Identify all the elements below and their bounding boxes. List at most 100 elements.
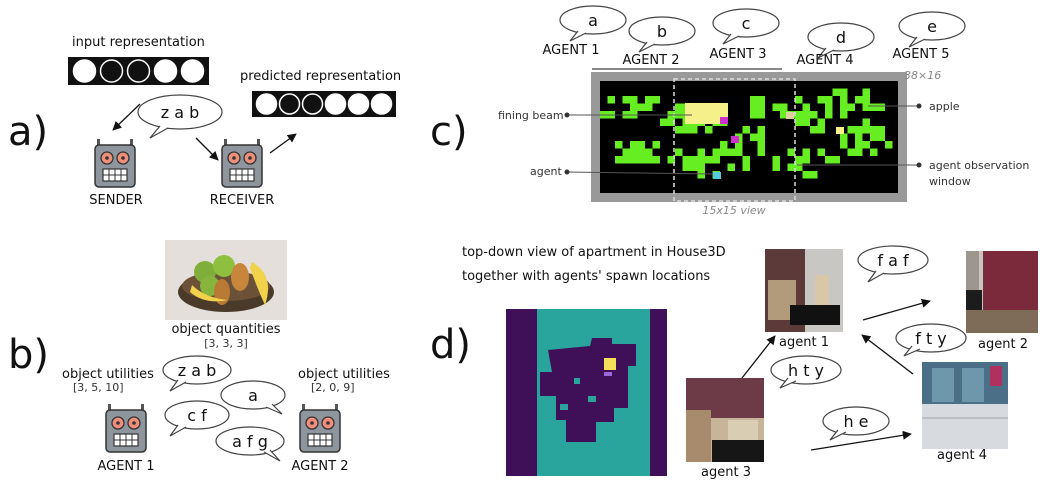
apple-cell bbox=[795, 111, 803, 119]
apple-cell bbox=[750, 103, 758, 111]
apple-cell bbox=[697, 163, 705, 171]
message-text: z a b bbox=[178, 361, 217, 380]
apple-cell bbox=[832, 156, 840, 164]
message-bubble-b2: a bbox=[220, 380, 286, 415]
apple-cell bbox=[870, 126, 878, 134]
apple-cell bbox=[795, 163, 803, 171]
panel-c-letter: c) bbox=[430, 109, 468, 155]
panel-d-letter: d) bbox=[430, 322, 471, 368]
house3d-caption-line1: top-down view of apartment in House3D bbox=[462, 245, 726, 260]
apple-cell bbox=[870, 148, 878, 156]
sender-robot-icon bbox=[94, 138, 136, 188]
apple-cell bbox=[772, 103, 780, 111]
apple-cell bbox=[847, 126, 855, 134]
apple-cell bbox=[817, 148, 825, 156]
apple-cell bbox=[802, 156, 810, 164]
apple-cell bbox=[825, 103, 833, 111]
apple-cell bbox=[675, 103, 683, 111]
apple-cell bbox=[840, 88, 848, 96]
apple-cell bbox=[697, 148, 705, 156]
callout-dot bbox=[564, 112, 570, 118]
apple-cell bbox=[630, 96, 638, 104]
agent2-robot-icon bbox=[299, 403, 341, 453]
apple-cell bbox=[840, 141, 848, 149]
fruit-bowl-image bbox=[165, 240, 287, 320]
apple-cell bbox=[802, 171, 810, 179]
callout-dot bbox=[916, 162, 922, 168]
apple-cell bbox=[862, 88, 870, 96]
apple-cell bbox=[667, 118, 675, 126]
message-bubble-b4: a f g bbox=[215, 426, 285, 462]
apple-cell bbox=[757, 148, 765, 156]
message-text: h e bbox=[843, 412, 868, 431]
panel-a-letter: a) bbox=[8, 109, 48, 155]
apple-cell bbox=[690, 163, 698, 171]
apple-cell bbox=[637, 156, 645, 164]
apple-cell bbox=[630, 141, 638, 149]
apple-cell bbox=[645, 103, 653, 111]
apple-cell bbox=[652, 141, 660, 149]
message-bubble-d3: h t y bbox=[770, 355, 842, 389]
message-text: b bbox=[657, 22, 667, 41]
agent-4-bubble: d bbox=[807, 22, 875, 59]
agent1-utilities-label: object utilities bbox=[62, 367, 154, 382]
callout-agent: agent bbox=[530, 165, 562, 178]
apple-cell bbox=[855, 96, 863, 104]
apple-cell bbox=[855, 141, 863, 149]
input-representation bbox=[68, 57, 209, 85]
apple-cell bbox=[877, 103, 885, 111]
quantities-label: object quantities bbox=[171, 322, 280, 337]
agent1-utilities-value: [3, 5, 10] bbox=[73, 381, 124, 394]
apartment-top-down-map bbox=[506, 309, 667, 476]
apple-cell bbox=[682, 156, 690, 164]
apple-cell bbox=[810, 126, 818, 134]
agent-4-label: AGENT 4 bbox=[796, 53, 853, 68]
apple-cell bbox=[825, 156, 833, 164]
apple-cell bbox=[615, 141, 623, 149]
panel-b-letter: b) bbox=[8, 332, 49, 378]
apple-cell bbox=[630, 148, 638, 156]
callout-dot bbox=[564, 169, 570, 175]
apple-cell bbox=[750, 133, 758, 141]
apple-cell bbox=[757, 126, 765, 134]
apple-cell bbox=[645, 96, 653, 104]
apple-cell bbox=[795, 118, 803, 126]
apple-cell bbox=[705, 156, 713, 164]
apple-cell bbox=[862, 96, 870, 104]
representation-cell bbox=[72, 59, 97, 83]
message-text: h t y bbox=[788, 361, 824, 380]
apple-cell bbox=[780, 103, 788, 111]
apple-cell bbox=[645, 148, 653, 156]
fining-beam bbox=[685, 103, 728, 124]
agent-2-view-label: agent 2 bbox=[978, 337, 1028, 352]
apple-cell bbox=[885, 141, 893, 149]
arrow-agent4-to-agent1 bbox=[861, 334, 914, 375]
agent-1-view-label: agent 1 bbox=[779, 335, 829, 350]
representation-cell bbox=[347, 93, 370, 115]
apple-cell bbox=[622, 156, 630, 164]
representation-cell bbox=[153, 59, 178, 83]
apple-cell bbox=[840, 96, 848, 104]
message-text: a bbox=[588, 11, 598, 30]
callout-dot bbox=[916, 103, 922, 109]
agent-4-view bbox=[922, 362, 1008, 449]
grid-size-label: 38×16 bbox=[904, 69, 941, 82]
callout-beam: fining beam bbox=[498, 109, 564, 122]
message-text: a f g bbox=[232, 432, 268, 451]
arrow-input-to-sender bbox=[112, 103, 141, 131]
apple-cell bbox=[817, 118, 825, 126]
apple-cell bbox=[787, 163, 795, 171]
message-bubble-a: z a b bbox=[137, 94, 223, 139]
apple-cell bbox=[787, 148, 795, 156]
agent-3-view-label: agent 3 bbox=[701, 465, 751, 480]
representation-cell bbox=[370, 93, 393, 115]
apple-cell bbox=[810, 171, 818, 179]
view-size-label: 15x15 view bbox=[702, 204, 765, 217]
apple-cell bbox=[720, 141, 728, 149]
apple-cell bbox=[742, 163, 750, 171]
apple-cell bbox=[802, 111, 810, 119]
apple-cell bbox=[840, 103, 848, 111]
apple-cell bbox=[795, 96, 803, 104]
apple-cell bbox=[727, 163, 735, 171]
